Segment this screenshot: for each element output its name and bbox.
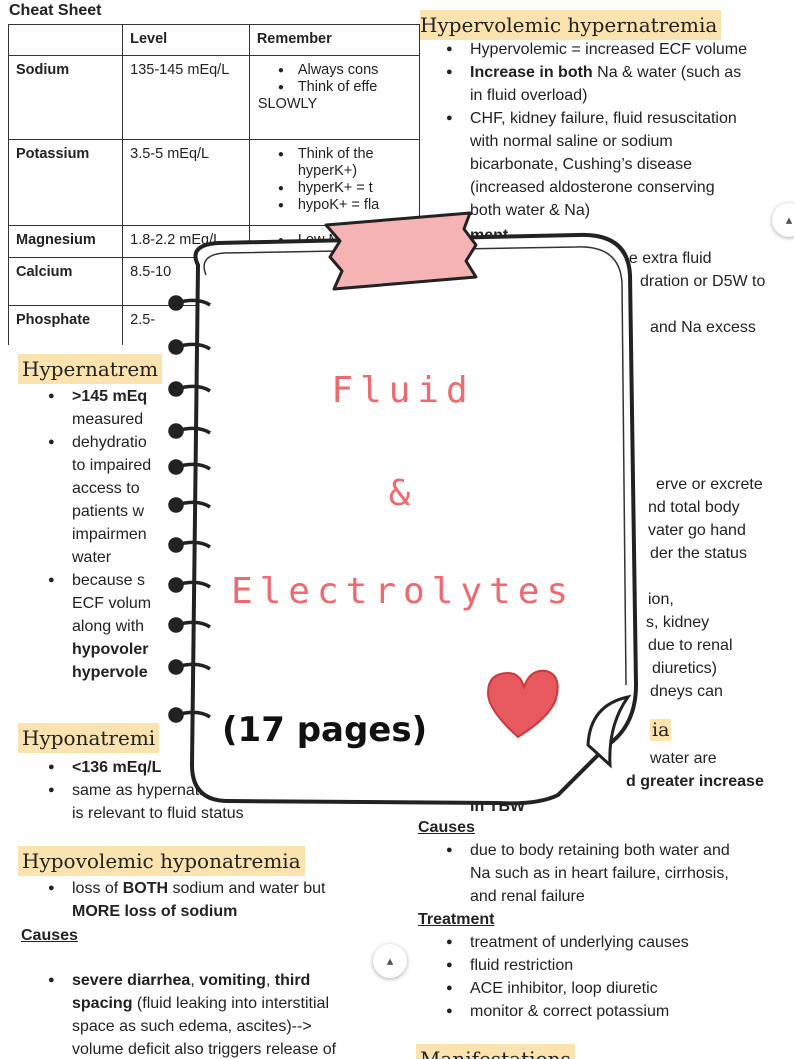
heart-icon	[486, 669, 559, 739]
text-fragment: ia	[650, 719, 672, 741]
cheat-sheet-title: Cheat Sheet	[9, 2, 102, 19]
list-item: Hypervolemic = increased ECF volume	[418, 38, 794, 61]
table-header-row: Level Remember	[7, 24, 420, 56]
causes-list: severe diarrhea, vomiting, thirdspacing …	[20, 969, 400, 1059]
treatment-list: treatment of underlying causes fluid res…	[418, 931, 794, 1023]
text-fragment: due to renal	[648, 637, 733, 654]
list-item: treatment of underlying causes	[418, 931, 794, 954]
table-cell: 3.5-5 mEq/L	[122, 139, 250, 226]
notebook-drawing	[168, 211, 638, 806]
list-item: <136 mEq/L	[20, 756, 400, 779]
text-fragment: d greater increase	[626, 773, 764, 790]
text-fragment: nd total body	[648, 499, 740, 516]
cover-title-line-1: Fluid	[331, 370, 475, 411]
text-fragment: ion,	[648, 591, 674, 608]
text-fragment: water are	[650, 750, 717, 767]
list-item: severe diarrhea, vomiting, thirdspacing …	[20, 969, 400, 1059]
hypervolemic-hypernatremia-title: Hypervolemic hypernatremia	[416, 10, 722, 40]
table-row: Potassium 3.5-5 mEq/L Think of thehyperK…	[7, 139, 420, 226]
text-fragment: dration or D5W to	[640, 273, 766, 290]
table-cell: Potassium	[7, 139, 124, 226]
text-fragment: s, kidney	[646, 614, 710, 631]
hypernatremia-title: Hypernatrem	[18, 354, 163, 384]
treatment-heading: Treatment	[418, 911, 495, 928]
list-item: CHF, kidney failure, fluid resuscitation…	[418, 107, 794, 222]
column-header: Remember	[248, 24, 420, 56]
table-cell: 135-145 mEq/L	[122, 55, 250, 140]
list-item: monitor & correct potassium	[418, 1000, 794, 1023]
table-row: Sodium 135-145 mEq/L Always consThink of…	[7, 55, 420, 140]
causes-heading: Causes	[21, 927, 78, 944]
page-count-label: (17 pages)	[222, 710, 428, 750]
text-fragment: dneys can	[650, 683, 723, 700]
text-fragment: and Na excess	[650, 319, 756, 336]
column-header	[7, 24, 124, 56]
table-cell: Phosphate	[7, 305, 124, 345]
cover-title-line-3: Electrolytes	[230, 571, 576, 612]
tape	[324, 211, 478, 291]
text-fragment: diuretics)	[652, 660, 717, 677]
list-item: ACE inhibitor, loop diuretic	[418, 977, 794, 1000]
hyponatremia-title: Hyponatremi	[18, 723, 160, 753]
column-header: Level	[122, 24, 250, 56]
table-cell: Calcium	[7, 257, 124, 306]
text-fragment: erve or excrete	[656, 476, 763, 493]
manifestations-title: Manifestations	[416, 1044, 575, 1059]
table-cell: Sodium	[7, 55, 124, 140]
right-page: Hypervolemic hypernatremia Hypervolemic …	[400, 0, 794, 1059]
causes-heading: Causes	[418, 819, 475, 836]
cover-title-line-2: &	[388, 473, 418, 514]
hypervolemic-list: Hypervolemic = increased ECF volume Incr…	[418, 38, 794, 222]
hypovolemic-hyponatremia-title: Hypovolemic hyponatremia	[18, 846, 305, 876]
text-fragment: vater go hand	[648, 522, 746, 539]
text-fragment: der the status	[650, 545, 747, 562]
up-down-chevron-icon[interactable]: ▴	[772, 203, 794, 237]
list-item: fluid restriction	[418, 954, 794, 977]
notebook-cover: Fluid & Electrolytes	[158, 205, 648, 810]
up-down-chevron-icon[interactable]: ▴	[373, 944, 407, 978]
table-cell: 1.8-2.2 mEq/L	[122, 225, 250, 258]
table-cell: Magnesium	[7, 225, 124, 258]
spiral-binding-icon	[168, 295, 211, 723]
